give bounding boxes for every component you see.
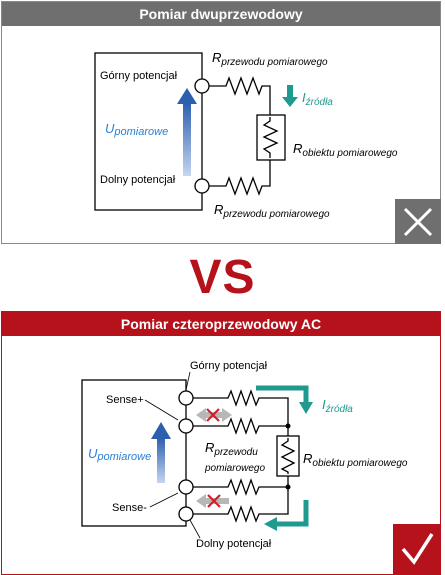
upper-wire-resistor xyxy=(209,76,271,115)
lower-terminal xyxy=(194,178,210,194)
current-label: Iźródła xyxy=(302,90,333,108)
junction-lower xyxy=(285,484,291,490)
blocked-sense-minus-arrow xyxy=(196,494,229,508)
object-resistor xyxy=(256,114,286,161)
check-mark-icon xyxy=(393,524,441,574)
lower-wire-resistor xyxy=(209,160,271,196)
upper-terminal-label-4w: Górny potencjał xyxy=(190,360,268,372)
upper-terminal-label: Górny potencjał xyxy=(100,70,178,82)
current-arrow xyxy=(282,85,298,107)
terminal-sense-plus xyxy=(178,418,194,434)
sense-minus-pointer xyxy=(149,492,179,508)
upper-terminal xyxy=(194,78,210,94)
terminal-upper-current xyxy=(178,390,194,406)
terminal-lower-current xyxy=(178,506,194,522)
upper-wire-r-label: Rprzewodu pomiarowego xyxy=(212,50,328,68)
cross-icon xyxy=(206,408,220,422)
lower-label-pointer xyxy=(189,519,201,539)
wire-r-label-4w-line2: pomiarowego xyxy=(204,463,265,474)
upper-label-pointer xyxy=(185,371,191,391)
vs-label: VS xyxy=(189,251,256,304)
wire-resistors-4w xyxy=(193,389,289,523)
x-mark-icon xyxy=(395,199,441,244)
sense-minus-label: Sense- xyxy=(112,502,147,514)
object-resistor-4w xyxy=(276,435,300,477)
two-wire-diagram: Upomiarowe Górny potencjał Dolny potencj… xyxy=(94,50,441,244)
cross-icon xyxy=(207,494,221,508)
sense-plus-pointer xyxy=(144,399,179,421)
lower-wire-r-label: Rprzewodu pomiarowego xyxy=(214,202,330,220)
sense-plus-label: Sense+ xyxy=(106,394,144,406)
current-out-arrow xyxy=(264,500,309,531)
voltage-label-4w: Upomiarowe xyxy=(88,446,151,463)
voltage-label: Upomiarowe xyxy=(105,121,168,138)
two-wire-panel: Pomiar dwuprzewodowy xyxy=(1,1,441,244)
meter-box xyxy=(94,52,203,211)
terminal-sense-minus xyxy=(178,479,194,495)
current-in-arrow xyxy=(256,385,313,414)
wire-r-label-4w: Rprzewodu xyxy=(205,440,258,458)
junction-upper xyxy=(285,423,291,429)
lower-terminal-label: Dolny potencjał xyxy=(100,174,176,186)
current-label-4w: Iźródła xyxy=(322,397,353,415)
four-wire-title: Pomiar czteroprzewodowy AC xyxy=(2,312,440,336)
four-wire-diagram: Upomiarowe Górny potencjał Dolny potencj… xyxy=(81,360,441,574)
object-r-label: Robiektu pomiarowego xyxy=(293,141,398,159)
voltage-arrow-4w xyxy=(151,422,171,483)
four-wire-panel: Pomiar czteroprzewodowy AC xyxy=(1,311,441,575)
meter-box-4w xyxy=(81,379,187,527)
lower-terminal-label-4w: Dolny potencjał xyxy=(196,538,272,550)
object-r-label-4w: Robiektu pomiarowego xyxy=(303,451,408,469)
voltage-arrow xyxy=(177,88,197,176)
two-wire-title: Pomiar dwuprzewodowy xyxy=(2,2,440,26)
